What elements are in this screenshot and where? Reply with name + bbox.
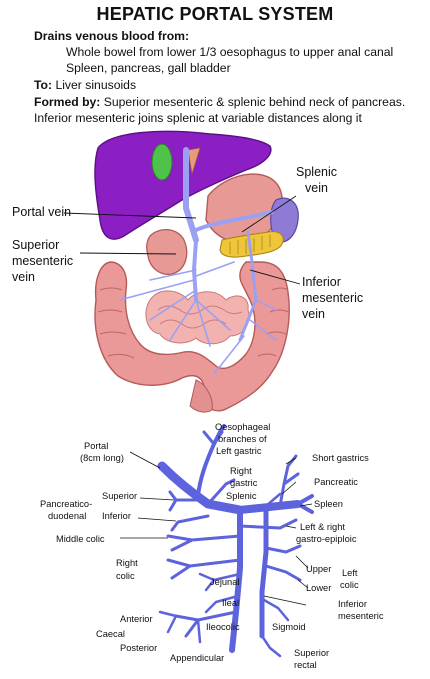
label-pancreaticoduodenal-2: duodenal (48, 511, 87, 521)
label-short-gastrics: Short gastrics (312, 453, 369, 463)
spleen-shape (270, 197, 299, 243)
label-inferior-mesenteric-1: Inferior (338, 599, 367, 609)
label-superior-pd: Superior (102, 491, 138, 501)
label-splenic: Splenic (226, 491, 257, 501)
to-value: Liver sinusoids (55, 78, 137, 92)
label-upper: Upper (306, 564, 332, 574)
label-gastro-epiploic-1: Left & right (300, 522, 345, 532)
duodenum-shape (146, 229, 188, 275)
drains-line-1: Whole bowel from lower 1/3 oesophagus to… (66, 45, 394, 59)
label-portal-vein: Portal vein (12, 205, 72, 219)
label-splenic-vein-2: vein (305, 181, 328, 195)
label-pancreaticoduodenal-1: Pancreatico- (40, 499, 93, 509)
formed-line: Formed by: Superior mesenteric & splenic… (34, 95, 405, 110)
label-superior-rectal-2: rectal (294, 660, 317, 670)
formed-label: Formed by: (34, 95, 101, 109)
label-spleen: Spleen (314, 499, 343, 509)
page-title: HEPATIC PORTAL SYSTEM (96, 4, 334, 24)
label-im-vein-1: Inferior (302, 275, 341, 289)
portal-veins-illustration (119, 147, 277, 375)
gallbladder-shape (151, 143, 173, 181)
label-portal-length: (8cm long) (80, 453, 124, 463)
label-right-colic-2: colic (116, 571, 135, 581)
label-anterior: Anterior (120, 614, 153, 624)
label-sm-vein-2: mesenteric (12, 254, 74, 268)
label-posterior: Posterior (120, 643, 158, 653)
label-superior-rectal-1: Superior (294, 648, 330, 658)
label-jejunal: Jejunal (210, 577, 240, 587)
label-appendicular: Appendicular (170, 653, 225, 663)
label-im-vein-2: mesenteric (302, 291, 364, 305)
formed-value: Superior mesenteric & splenic behind nec… (103, 95, 406, 109)
label-ileal: Ileal (222, 598, 240, 608)
label-oesophageal-3: Left gastric (216, 446, 262, 456)
label-gastro-epiploic-2: gastro-epiploic (296, 534, 357, 544)
liver-shape (94, 130, 272, 240)
label-left-colic-2: colic (340, 580, 359, 590)
drains-label: Drains venous blood from: (34, 29, 190, 43)
label-sigmoid: Sigmoid (272, 622, 306, 632)
anatomy-leader-lines (63, 195, 301, 285)
label-oesophageal-1: Oesophageal (215, 422, 271, 432)
label-portal: Portal (84, 441, 109, 451)
label-right-colic-1: Right (116, 558, 138, 568)
formed-line-2: Inferior mesenteric joins splenic at var… (34, 111, 362, 125)
schematic-veins (157, 424, 314, 658)
label-im-vein-3: vein (302, 307, 325, 321)
to-label: To: (34, 78, 53, 92)
schematic-leader-lines (120, 451, 313, 606)
to-line: To: Liver sinusoids (34, 78, 136, 93)
drains-line-2: Spleen, pancreas, gall bladder (66, 61, 231, 75)
rectum-shape (189, 379, 213, 413)
label-middle-colic: Middle colic (56, 534, 105, 544)
label-inferior-pd: Inferior (102, 511, 131, 521)
label-right-gastric-1: Right (230, 466, 252, 476)
colon-shape (94, 261, 290, 412)
pancreas-lobules (229, 235, 271, 254)
label-right-gastric-2: gastric (230, 478, 258, 488)
label-inferior-mesenteric-2: mesenteric (338, 611, 384, 621)
label-caecal: Caecal (96, 629, 125, 639)
label-left-colic-1: Left (342, 568, 358, 578)
label-oesophageal-2: branches of (218, 434, 267, 444)
label-sm-vein-1: Superior (12, 238, 60, 252)
label-sm-vein-3: vein (12, 270, 35, 284)
label-pancreatic: Pancreatic (314, 477, 358, 487)
label-lower: Lower (306, 583, 332, 593)
pancreas-shape (219, 231, 284, 258)
label-splenic-vein-1: Splenic (296, 165, 337, 179)
label-ileocolic: Ileocolic (206, 622, 240, 632)
